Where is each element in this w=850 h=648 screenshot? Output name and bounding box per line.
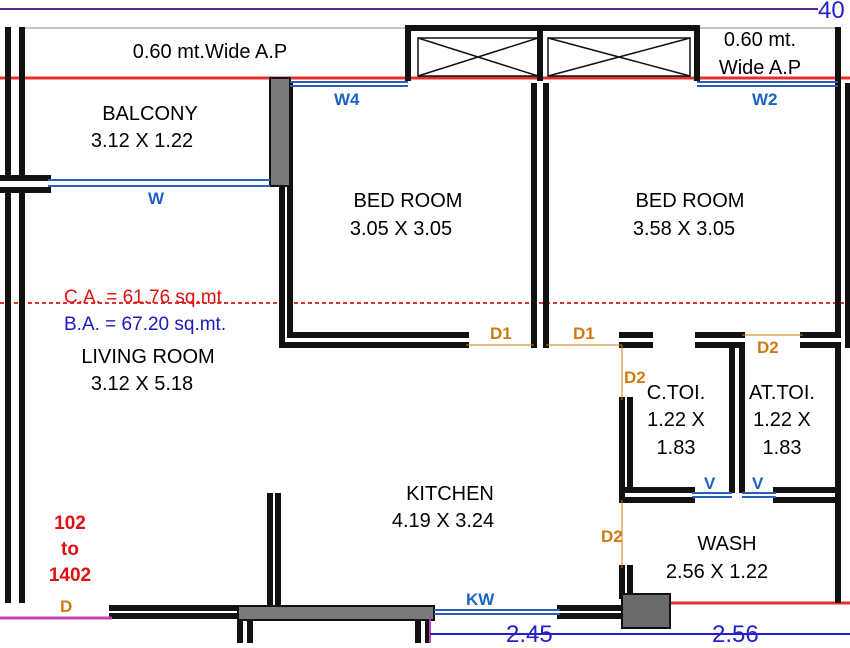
window-tag-v1: V — [704, 474, 716, 493]
door-tag-d2-wash: D2 — [601, 527, 623, 546]
door-tag-d1-bedroom2: D1 — [573, 324, 595, 343]
door-tag-d-main: D — [60, 597, 73, 616]
bedroom-1-size: 3.05 X 3.05 — [349, 218, 453, 240]
access-passage-label-left: 0.60 mt.Wide A.P — [132, 41, 288, 63]
bedroom-2-size: 3.58 X 3.05 — [632, 218, 736, 240]
door-tag-d2-common-toilet: D2 — [624, 368, 646, 387]
bottom-dimension-left: 2.45 — [506, 621, 553, 648]
door-tag-d2-attached-toilet: D2 — [757, 338, 779, 357]
ducts — [417, 37, 691, 77]
attached-toilet-size: 1.22 X 1.83 — [753, 409, 811, 459]
walls — [0, 25, 850, 643]
window-tag-w4: W4 — [334, 90, 360, 109]
unit-range: 102 to 1402 — [48, 513, 92, 586]
living-room-size: 3.12 X 5.18 — [90, 373, 194, 395]
window-tag-kw: KW — [466, 590, 495, 609]
kitchen-size: 4.19 X 3.24 — [391, 510, 495, 532]
wash-size: 2.56 X 1.22 — [665, 561, 769, 583]
window-tag-w: W — [148, 189, 165, 208]
top-dimension: 40 — [818, 0, 845, 24]
kitchen-name: KITCHEN — [406, 483, 494, 505]
windows — [48, 81, 838, 615]
common-toilet-size: 1.22 X 1.83 — [647, 409, 705, 459]
door-tag-d1-bedroom1: D1 — [490, 324, 512, 343]
common-toilet-name: C.TOI. — [646, 382, 706, 404]
bedroom-2-name: BED ROOM — [635, 190, 745, 212]
window-tag-v2: V — [752, 474, 764, 493]
bedroom-1-name: BED ROOM — [353, 190, 463, 212]
balcony-size: 3.12 X 1.22 — [90, 130, 194, 152]
bottom-dimension-right: 2.56 — [712, 621, 759, 648]
built-up-area: B.A. = 67.20 sq.mt. — [64, 314, 227, 335]
access-passage-label-right: 0.60 mt. Wide A.P — [718, 29, 802, 79]
window-tag-w2: W2 — [752, 90, 778, 109]
column — [237, 605, 435, 621]
wash-name: WASH — [697, 533, 757, 555]
living-room-name: LIVING ROOM — [81, 346, 215, 368]
carpet-area: C.A. = 61.76 sq.mt — [64, 287, 222, 308]
column — [621, 593, 671, 629]
column — [269, 77, 291, 187]
balcony-name: BALCONY — [102, 103, 198, 125]
door-openings — [466, 334, 803, 568]
attached-toilet-name: AT.TOI. — [749, 382, 815, 404]
